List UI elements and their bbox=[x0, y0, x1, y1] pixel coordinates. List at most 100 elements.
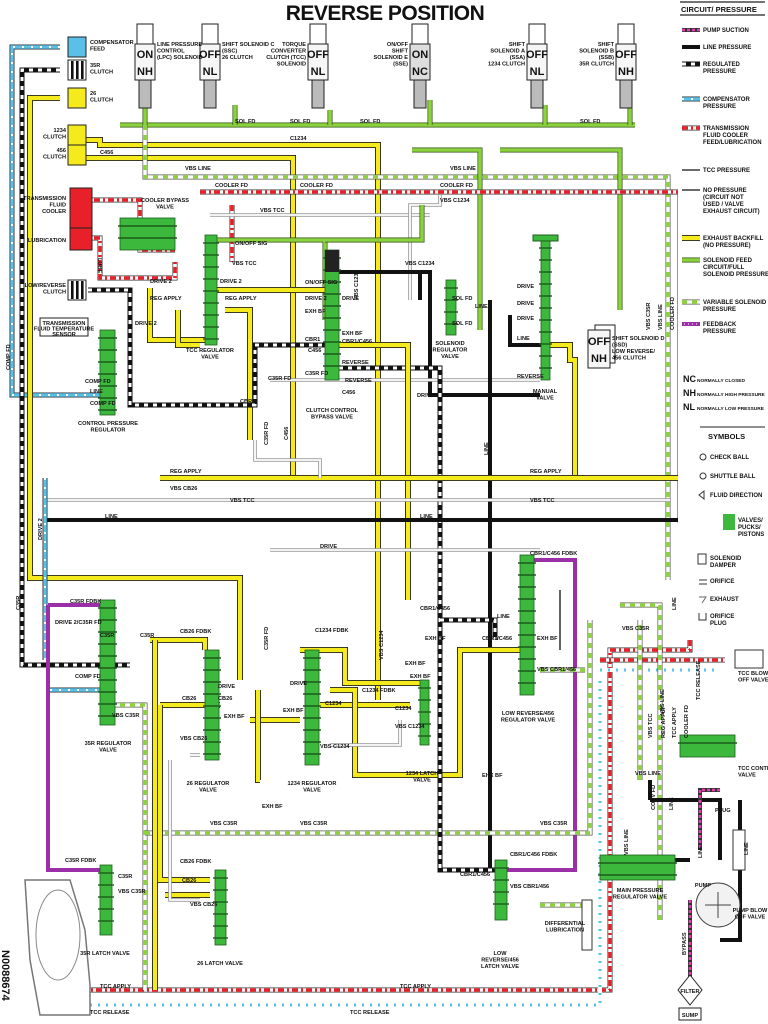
symbol-label: PUCKS/ bbox=[738, 525, 761, 531]
low-reverse-456-regulator-valve bbox=[518, 554, 536, 696]
circuit-label: C456 bbox=[284, 427, 290, 440]
line-circuit bbox=[650, 798, 722, 860]
circuit-label: EHX BF bbox=[482, 773, 503, 779]
component-label: 35R REGULATOR bbox=[85, 741, 132, 747]
sump-icon bbox=[678, 1007, 702, 1021]
symbol-label: EXHAUST bbox=[710, 597, 739, 603]
cbr1-c456-fdbk-line bbox=[500, 558, 577, 872]
circuit-label: VBS CB26 bbox=[190, 902, 217, 908]
legend-label: USED / VALVE bbox=[703, 202, 744, 208]
legend-item-exhaust-backfill: EXHAUST BACKFILL(NO PRESSURE) bbox=[682, 235, 764, 249]
solenoid-mode: NC bbox=[412, 66, 428, 78]
solenoid-mode: NL bbox=[203, 66, 218, 78]
circuit-label: COMP FD bbox=[90, 401, 116, 407]
symbol-label: SHUTTLE BALL bbox=[710, 474, 756, 480]
circuit-label: C1234 bbox=[395, 706, 412, 712]
symbol-label: PLUG bbox=[710, 621, 727, 627]
circuit-label: C456 bbox=[308, 348, 321, 354]
legend-abbr-key: NL bbox=[683, 402, 695, 412]
solenoid-state: OFF bbox=[615, 49, 637, 61]
exh-circuit bbox=[545, 342, 578, 478]
component-label: SUMP bbox=[682, 1013, 698, 1019]
legend-label: PRESSURE bbox=[703, 104, 736, 110]
circuit-label: SOL FD bbox=[580, 119, 600, 125]
solenoid-label: 35R CLUTCH bbox=[579, 62, 614, 68]
component-label: MANUAL bbox=[533, 389, 558, 395]
solenoid-label: (SSB) bbox=[599, 55, 614, 61]
circuit-label: CBR1/C456 FDBK bbox=[510, 852, 557, 858]
circuit-label: LINE bbox=[698, 845, 704, 858]
page-title: REVERSE POSITION bbox=[286, 2, 485, 25]
circuit-label: VBS C1234 bbox=[440, 198, 470, 204]
solenoid-label: (LPC) SOLENOID bbox=[157, 55, 203, 61]
vbs-c35r-line bbox=[145, 620, 593, 836]
1234-clutch bbox=[67, 124, 87, 146]
legend-item-line: LINE PRESSURE bbox=[682, 45, 751, 51]
component-label: LUBE bbox=[96, 258, 102, 273]
26-clutch bbox=[67, 87, 87, 109]
circuit-label: LINE bbox=[420, 514, 433, 520]
component-label: VALVE bbox=[199, 788, 217, 794]
sol-circuit bbox=[325, 205, 425, 243]
solenoid-label: TORQUE bbox=[282, 42, 306, 48]
legend-label: FEEDBACK bbox=[703, 322, 737, 328]
solenoid-label: CONTROL bbox=[157, 49, 185, 55]
component-label: CLUTCH bbox=[90, 70, 113, 76]
legend-abbr-key: NC bbox=[683, 374, 696, 384]
c35r-line bbox=[19, 67, 130, 668]
solenoid-label: CONVERTER bbox=[271, 49, 306, 55]
solenoid-label: SHIFT SOLENOID C bbox=[222, 42, 275, 48]
component-label: 26 LATCH VALVE bbox=[197, 961, 243, 967]
circuit-label: DRIVE 2 bbox=[305, 296, 327, 302]
symbol-label: DAMPER bbox=[710, 563, 737, 569]
circuit-label: COMP FD bbox=[75, 674, 101, 680]
legend-label: EXHAUST CIRCUIT) bbox=[703, 209, 760, 215]
circuit-label: VBS LINE bbox=[624, 829, 630, 855]
legend-label: FLUID COOLER bbox=[703, 133, 749, 139]
circuit-label: SOL FD bbox=[452, 296, 472, 302]
circuit-label: DRIVE bbox=[320, 544, 337, 550]
component-label: 26 REGULATOR bbox=[187, 781, 230, 787]
circuit-label: VBS C35R bbox=[118, 889, 145, 895]
circuit-label: VBS TCC bbox=[260, 208, 285, 214]
component-label: TCC BLOW bbox=[738, 671, 768, 677]
circuit-label: LINE bbox=[669, 797, 675, 810]
exh-circuit bbox=[147, 288, 210, 343]
circuit-label: TCC APPLY bbox=[100, 984, 131, 990]
cbr1-line bbox=[88, 287, 325, 408]
circuit-label: TCC APPLY bbox=[672, 707, 678, 738]
component-label: DIFFERENTIAL bbox=[545, 921, 586, 927]
solenoid-label: (SSC) bbox=[222, 49, 237, 55]
circuit-label: VBS C35R bbox=[622, 626, 649, 632]
component-label: TRANSMISSION bbox=[23, 196, 66, 202]
circuit-label: CBR1/C456 bbox=[482, 636, 512, 642]
circuit-label: DRIVE bbox=[517, 301, 534, 307]
circuit-label: LINE bbox=[475, 304, 488, 310]
exh-circuit bbox=[300, 647, 425, 686]
legend-label: (NO PRESSURE) bbox=[703, 243, 751, 249]
circuit-label: VBS CB26 bbox=[180, 736, 207, 742]
exh-circuit bbox=[255, 690, 261, 783]
circuit-label: VBS C1234 bbox=[379, 630, 385, 660]
solenoid-label: SHIFT bbox=[509, 42, 526, 48]
control-pressure-regulator bbox=[98, 329, 117, 416]
circuit-label: DRIVE 2 bbox=[220, 279, 242, 285]
component-label: FLUID bbox=[50, 203, 66, 209]
component-label: REGULATOR VALVE bbox=[501, 718, 556, 724]
circuit-label: LINE bbox=[105, 514, 118, 520]
circuit-label: VBS C1234 bbox=[354, 270, 360, 300]
circuit-label: VBS CB26 bbox=[170, 486, 197, 492]
circuit-label: REVERSE bbox=[345, 378, 372, 384]
reg-circuit bbox=[440, 617, 498, 640]
exh-circuit bbox=[150, 637, 208, 650]
circuit-label: C1234 FDBK bbox=[362, 688, 396, 694]
solenoid-label: ON/OFF bbox=[387, 42, 409, 48]
circuit-label: LINE bbox=[484, 442, 490, 455]
circuit-label: DRIVE 2/C35R FD bbox=[55, 620, 102, 626]
legend-label: FEED/LUBRICATION bbox=[703, 140, 762, 146]
orifice-icon: ORIFICE bbox=[699, 579, 734, 585]
circuit-label: REVERSE bbox=[517, 374, 544, 380]
circuit-label: VBS C35R bbox=[646, 303, 652, 330]
